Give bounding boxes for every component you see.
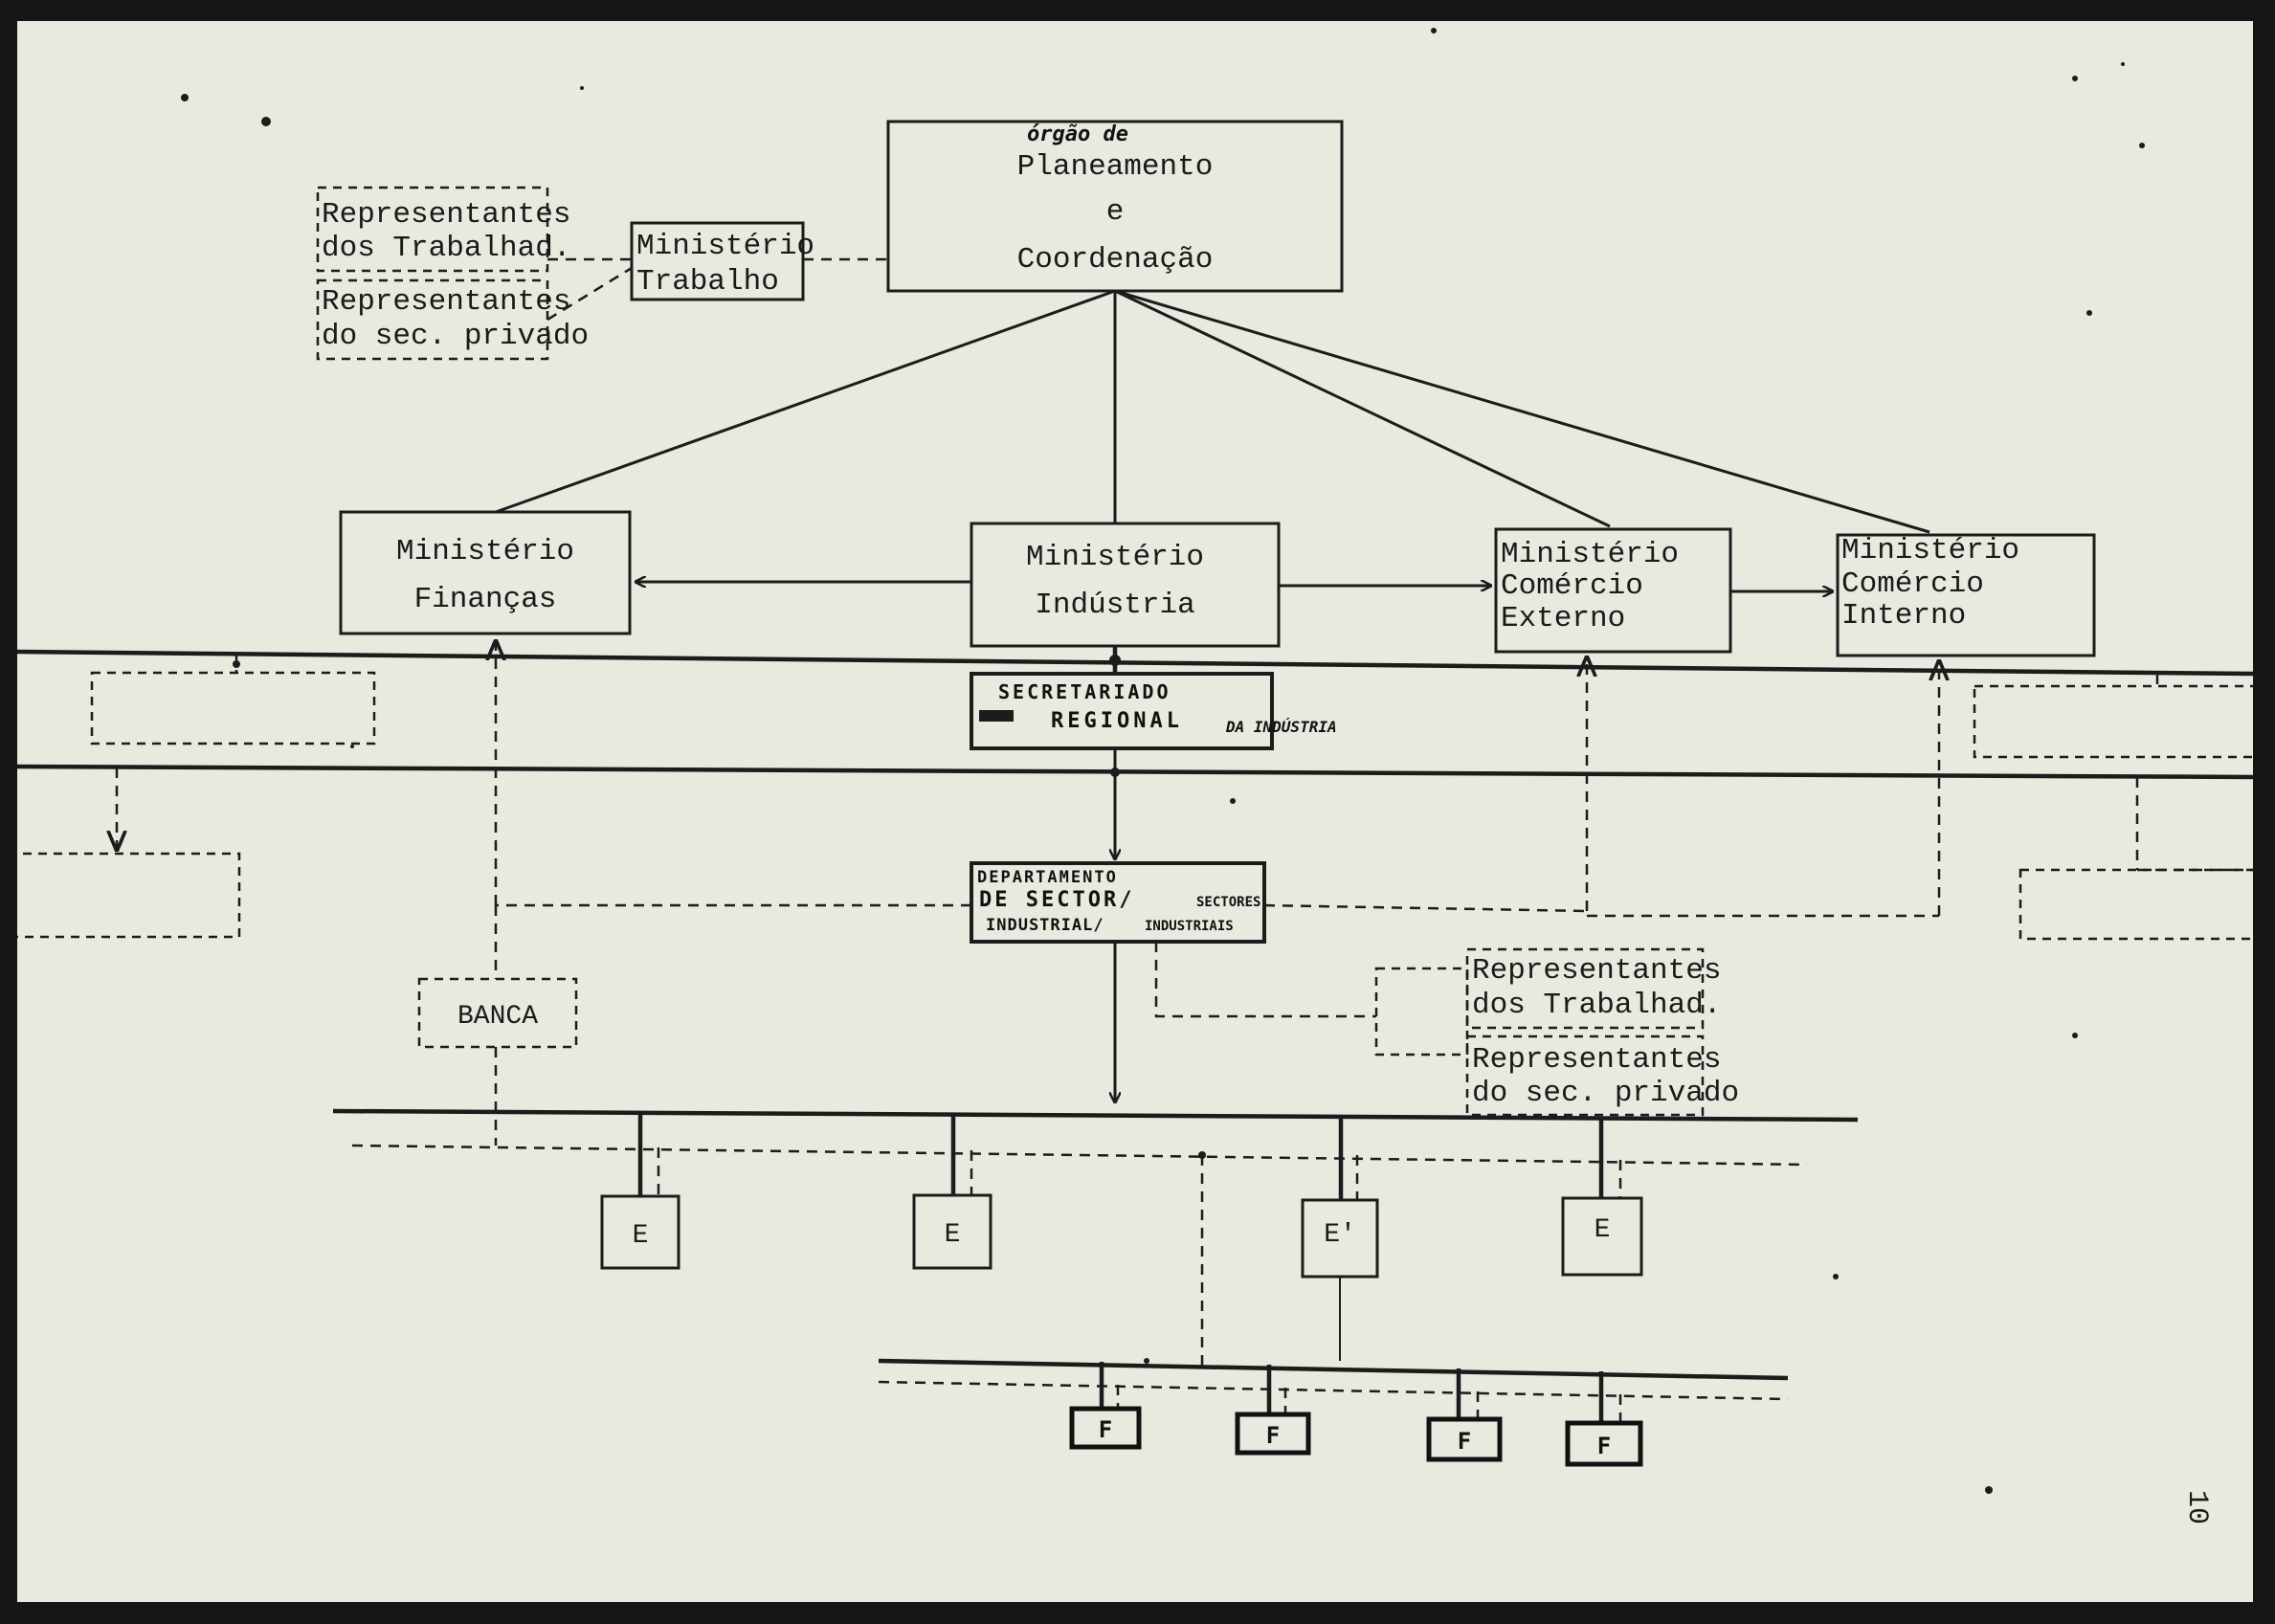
department-line1: DEPARTAMENTO — [977, 868, 1118, 887]
planning-annotation: órgão de — [1027, 122, 1128, 146]
department-line3b: INDUSTRIAIS — [1145, 919, 1234, 934]
secretariat-line2: REGIONAL — [1051, 709, 1183, 733]
factory-node-3: F — [1426, 1368, 1503, 1462]
enterprise-label-1: E — [633, 1221, 649, 1251]
ministry-finance-node: Ministério Finanças — [339, 510, 632, 635]
department-line2b: SECTORES — [1196, 895, 1260, 910]
ministry-ext-trade-line1: Ministério — [1501, 538, 1679, 571]
enterprise-label-4: E — [1595, 1215, 1611, 1245]
ministry-internal-trade-node: Ministério Comércio Interno — [1836, 533, 2096, 657]
representatives-private-bottom: Representantes do sec. privado — [1465, 1034, 1739, 1117]
planning-line3: Coordenação — [1017, 243, 1214, 277]
representatives-workers-bottom: Representantes dos Trabalhad. — [1465, 947, 1721, 1030]
ministry-industry-node: Ministério Indústria — [970, 522, 1281, 648]
enterprise-label-2: E — [945, 1220, 961, 1250]
enterprise-node-4: E — [1561, 1119, 1643, 1277]
factory-label-1: F — [1099, 1416, 1112, 1443]
org-chart-diagram: órgão de Planeamento e Coordenação Minis… — [17, 28, 2253, 1524]
planning-node: órgão de Planeamento e Coordenação — [886, 120, 1344, 293]
ministry-finance-line1: Ministério — [396, 535, 574, 568]
planning-line1: Planeamento — [1017, 150, 1214, 184]
department-line3: INDUSTRIAL/ — [986, 916, 1104, 935]
rep-private-bottom-line1: Representantes — [1472, 1043, 1721, 1077]
factory-node-2: F — [1235, 1365, 1311, 1456]
enterprise-node-1: E — [600, 1112, 680, 1270]
ministry-ext-trade-line2: Comércio — [1501, 569, 1643, 603]
enterprise-group: E E E' E — [600, 1112, 1643, 1361]
ministry-industry-line1: Ministério — [1026, 541, 1204, 574]
factory-label-3: F — [1458, 1428, 1471, 1455]
rep-private-top-line1: Representantes — [322, 285, 570, 319]
rep-private-bottom-line2: do sec. privado — [1472, 1077, 1739, 1110]
enterprise-label-3: E' — [1324, 1220, 1356, 1250]
ministry-labour-node: Ministério Trabalho — [630, 221, 814, 301]
department-line2: DE SECTOR/ — [979, 888, 1134, 912]
department-node: DEPARTAMENTO DE SECTOR/ SECTORES INDUSTR… — [970, 861, 1266, 944]
ministry-labour-line2: Trabalho — [636, 265, 779, 299]
secretariat-line1: SECRETARIADO — [998, 680, 1171, 703]
ministry-industry-line2: Indústria — [1035, 589, 1194, 622]
factory-group: F F F F — [1069, 1362, 1643, 1467]
secretariat-node: SECRETARIADO REGIONAL DA INDÚSTRIA — [970, 672, 1337, 750]
enterprise-node-3: E' — [1301, 1117, 1379, 1361]
document-page: órgão de Planeamento e Coordenação Minis… — [17, 21, 2253, 1602]
bank-label: BANCA — [457, 1002, 538, 1032]
rep-workers-top-line2: dos Trabalhad. — [322, 232, 570, 265]
factory-label-4: F — [1597, 1433, 1611, 1459]
ministry-finance-line2: Finanças — [414, 583, 557, 616]
rep-workers-bottom-line1: Representantes — [1472, 954, 1721, 988]
ministry-int-trade-line3: Interno — [1841, 599, 1966, 633]
ministry-int-trade-line1: Ministério — [1841, 534, 2019, 567]
ministry-ext-trade-line3: Externo — [1501, 602, 1625, 635]
secretariat-line2b: DA INDÚSTRIA — [1225, 718, 1337, 736]
planning-line2: e — [1106, 195, 1125, 229]
representatives-private-top: Representantes do sec. privado — [316, 278, 589, 361]
scan-specks — [181, 28, 2145, 1494]
rep-workers-bottom-line2: dos Trabalhad. — [1472, 989, 1721, 1022]
factory-node-1: F — [1069, 1362, 1142, 1450]
ministry-labour-line1: Ministério — [636, 230, 814, 263]
bank-node: BANCA — [417, 977, 578, 1049]
ministry-int-trade-line2: Comércio — [1841, 567, 1984, 601]
page-number: 10 — [2180, 1490, 2213, 1524]
enterprise-node-2: E — [912, 1113, 993, 1270]
factory-label-2: F — [1266, 1422, 1280, 1449]
ministry-external-trade-node: Ministério Comércio Externo — [1494, 527, 1732, 654]
rep-private-top-line2: do sec. privado — [322, 320, 589, 353]
factory-node-4: F — [1565, 1371, 1643, 1467]
representatives-workers-top: Representantes dos Trabalhad. — [316, 186, 570, 273]
rep-workers-top-line1: Representantes — [322, 198, 570, 232]
